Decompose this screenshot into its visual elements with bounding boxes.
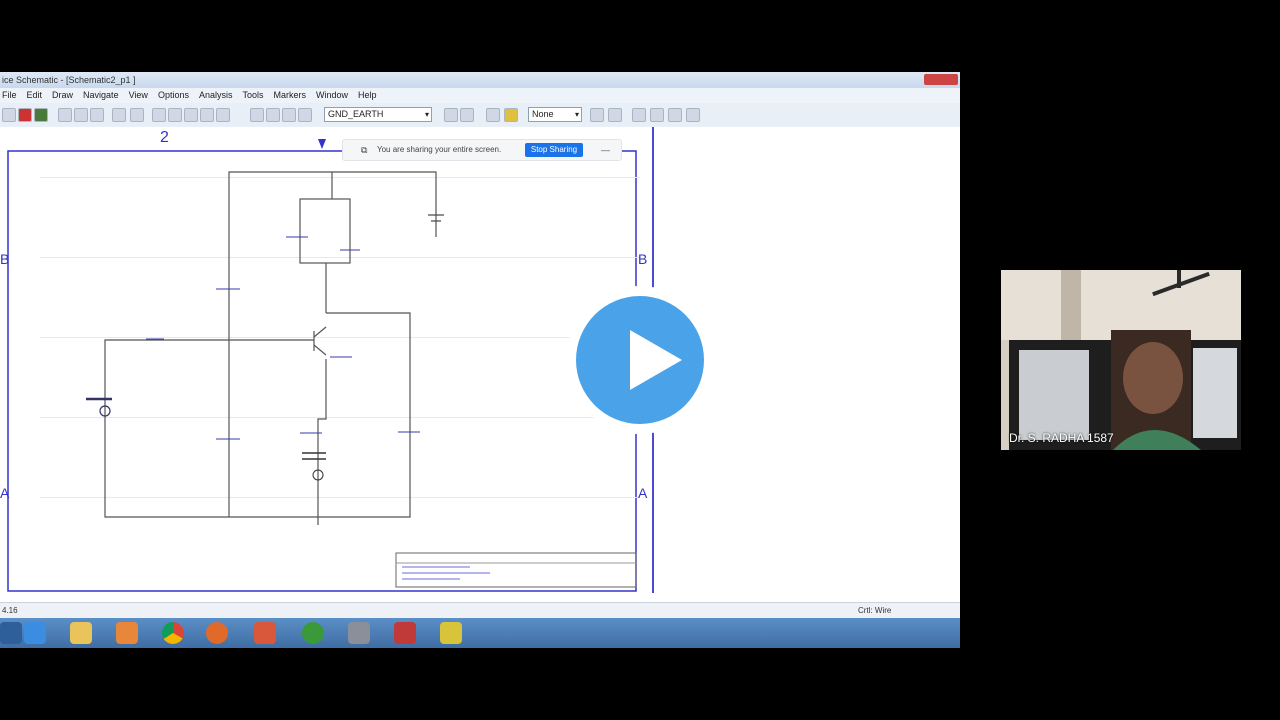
enable-bias-voltage-icon[interactable]	[632, 108, 646, 122]
voltage-marker-icon[interactable]	[590, 108, 604, 122]
taskbar	[0, 618, 960, 648]
toolbar: GND_EARTH ▾ None ▾	[0, 103, 960, 128]
border-row-label-a-left: A	[0, 485, 10, 501]
grid-dots	[40, 177, 640, 498]
window-title-bar: ice Schematic - [Schematic2_p1 ]	[0, 72, 960, 88]
draw-bus-icon[interactable]	[266, 108, 280, 122]
participant-name: Dr. S. RADHA 1587	[1009, 431, 1114, 445]
status-coordinates: 4.16	[2, 606, 18, 615]
participant-video-feed	[1001, 270, 1241, 450]
probe-icon[interactable]	[504, 108, 518, 122]
save-icon[interactable]	[34, 108, 48, 122]
share-screen-icon: ⧉	[361, 145, 368, 155]
chevron-down-icon: ▾	[574, 110, 579, 119]
cut-icon[interactable]	[58, 108, 72, 122]
bjt-transistor-symbol	[313, 326, 327, 356]
get-part-icon[interactable]	[298, 108, 312, 122]
copy-icon[interactable]	[74, 108, 88, 122]
schematics-app-icon[interactable]	[348, 622, 370, 644]
chevron-down-icon: ▾	[424, 110, 429, 119]
border-row-label-b-left: B	[0, 251, 10, 267]
menu-navigate[interactable]: Navigate	[83, 90, 119, 100]
menu-edit[interactable]: Edit	[26, 90, 43, 100]
presentation-app-icon[interactable]	[254, 622, 276, 644]
system-tray[interactable]	[836, 626, 956, 640]
chrome-icon[interactable]	[162, 622, 184, 644]
play-button[interactable]	[566, 286, 714, 434]
shared-screen: ice Schematic - [Schematic2_p1 ] File Ed…	[0, 72, 960, 648]
schematic-page-frame	[7, 150, 637, 592]
schematic-drawing	[7, 139, 640, 592]
zoom-area-icon[interactable]	[200, 108, 214, 122]
menu-analysis[interactable]: Analysis	[198, 90, 233, 100]
status-bar: 4.16 Crtl: Wire	[0, 602, 960, 619]
pointer-icon[interactable]	[152, 108, 166, 122]
participant-video-tile[interactable]: Dr. S. RADHA 1587	[1001, 270, 1241, 450]
border-row-label-b-right: B	[638, 251, 648, 267]
stop-sharing-button[interactable]: Stop Sharing	[525, 143, 583, 157]
window-control-buttons[interactable]	[924, 74, 958, 85]
edit-symbol-icon[interactable]	[444, 108, 458, 122]
firefox-icon[interactable]	[206, 622, 228, 644]
enable-bias-current-icon[interactable]	[650, 108, 664, 122]
zoom-level-value: None	[532, 109, 554, 119]
border-row-label-a-right: A	[638, 485, 648, 501]
internet-explorer-icon[interactable]	[24, 622, 46, 644]
draw-block-icon[interactable]	[282, 108, 296, 122]
menu-file[interactable]: File	[2, 90, 17, 100]
undo-icon[interactable]	[112, 108, 126, 122]
stimulus-editor-icon[interactable]	[440, 622, 462, 644]
part-name-value: GND_EARTH	[328, 109, 384, 119]
hide-notification-button[interactable]: —	[601, 145, 610, 155]
menu-bar: File Edit Draw Navigate View Options Ana…	[0, 88, 960, 103]
paste-icon[interactable]	[90, 108, 104, 122]
menu-tools[interactable]: Tools	[242, 90, 264, 100]
bias-display-icon[interactable]	[668, 108, 682, 122]
toolbar-more-icon[interactable]	[686, 108, 700, 122]
zoom-level-select[interactable]: None ▾	[528, 107, 582, 122]
screen-share-notification: ⧉ You are sharing your entire screen. St…	[342, 139, 622, 161]
play-button-circle	[576, 296, 704, 424]
capacitor-symbol	[302, 452, 326, 481]
new-file-icon[interactable]	[2, 108, 16, 122]
ceiling-fan-icon	[1152, 270, 1210, 297]
setup-analysis-icon[interactable]	[460, 108, 474, 122]
zoom-fit-icon[interactable]	[216, 108, 230, 122]
open-file-icon[interactable]	[18, 108, 32, 122]
simulate-icon[interactable]	[486, 108, 500, 122]
probe-app-icon[interactable]	[394, 622, 416, 644]
menu-markers[interactable]: Markers	[273, 90, 307, 100]
title-block	[395, 552, 637, 588]
border-column-label: 2	[160, 129, 169, 146]
circuit-wires	[104, 171, 437, 525]
zoom-out-icon[interactable]	[184, 108, 198, 122]
menu-draw[interactable]: Draw	[52, 90, 74, 100]
start-button-icon[interactable]	[0, 622, 22, 644]
menu-options[interactable]: Options	[157, 90, 189, 100]
media-player-icon[interactable]	[116, 622, 138, 644]
play-icon	[630, 330, 682, 390]
file-explorer-icon[interactable]	[70, 622, 92, 644]
pspice-app-icon[interactable]	[302, 622, 324, 644]
title-block-lines	[402, 566, 490, 580]
ac-source-symbol	[86, 397, 112, 417]
component-tick-marks	[146, 236, 420, 440]
schematic-canvas[interactable]: 2 B B A A	[0, 127, 654, 593]
zoom-in-icon[interactable]	[168, 108, 182, 122]
part-name-select[interactable]: GND_EARTH ▾	[324, 107, 432, 122]
window-title: ice Schematic - [Schematic2_p1 ]	[2, 75, 136, 85]
cursor-arrow-marker	[318, 139, 326, 149]
draw-wire-icon[interactable]	[250, 108, 264, 122]
share-message: You are sharing your entire screen.	[377, 145, 502, 154]
menu-window[interactable]: Window	[316, 90, 349, 100]
current-marker-icon[interactable]	[608, 108, 622, 122]
menu-view[interactable]: View	[128, 90, 148, 100]
menu-help[interactable]: Help	[358, 90, 377, 100]
status-mode: Crtl: Wire	[858, 606, 892, 615]
redo-icon[interactable]	[130, 108, 144, 122]
voltage-source-dc	[428, 214, 444, 222]
